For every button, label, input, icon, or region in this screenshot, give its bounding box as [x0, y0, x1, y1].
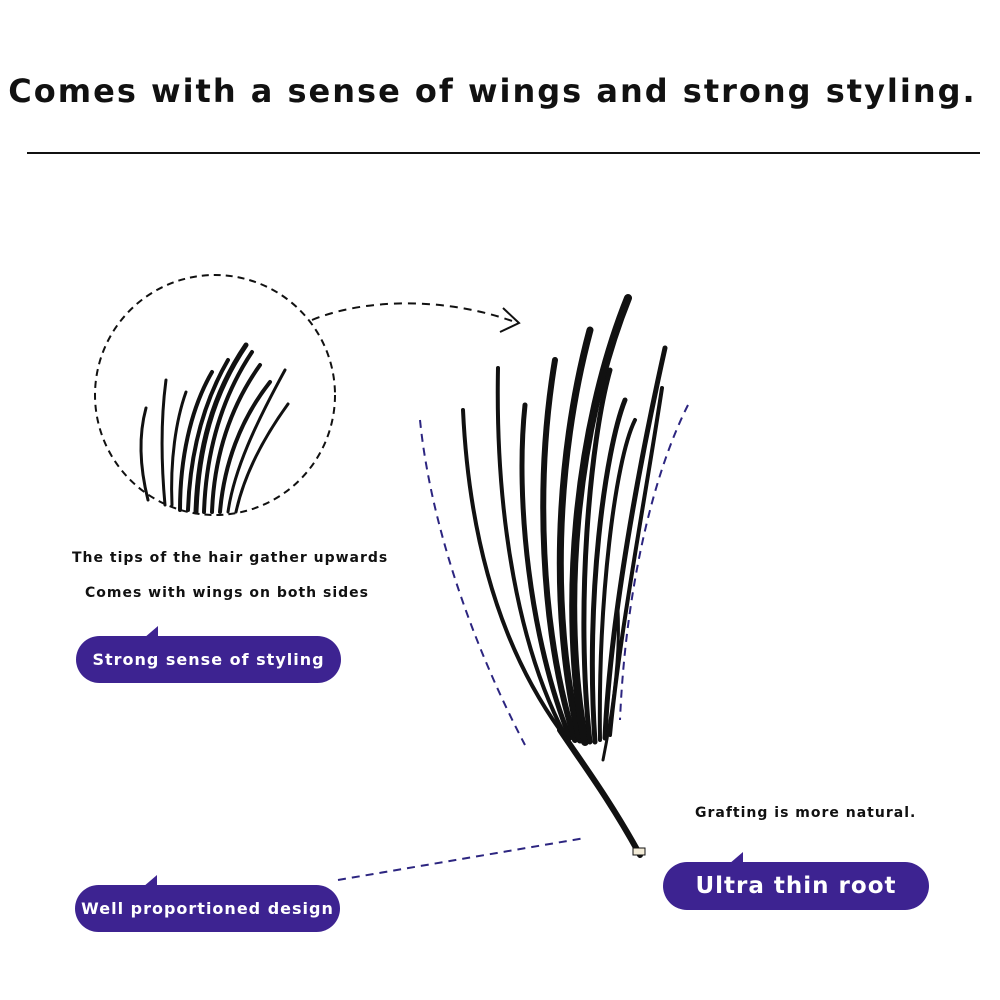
badge-ultra-thin-root-label: Ultra thin root	[695, 873, 897, 899]
divider-line	[27, 152, 980, 154]
lash-root-tip	[632, 847, 646, 856]
wing-guide-right	[619, 404, 689, 721]
note-wings-sides: Comes with wings on both sides	[85, 585, 369, 601]
badge-well-proportioned: Well proportioned design	[75, 875, 340, 932]
note-tips-gather: The tips of the hair gather upwards	[72, 550, 389, 566]
wing-guide-left	[419, 419, 526, 746]
lash-fan	[461, 294, 668, 858]
magnifier-circle-icon	[94, 274, 336, 516]
badge-well-proportioned-label: Well proportioned design	[81, 899, 334, 918]
proportion-guide-line	[337, 837, 586, 881]
note-grafting: Grafting is more natural.	[695, 805, 917, 821]
headline: Comes with a sense of wings and strong s…	[8, 72, 977, 110]
dashed-arrow-icon	[311, 302, 521, 333]
badge-strong-styling: Strong sense of styling	[76, 626, 341, 683]
badge-strong-styling-label: Strong sense of styling	[92, 650, 325, 669]
badge-ultra-thin-root: Ultra thin root	[663, 852, 929, 910]
